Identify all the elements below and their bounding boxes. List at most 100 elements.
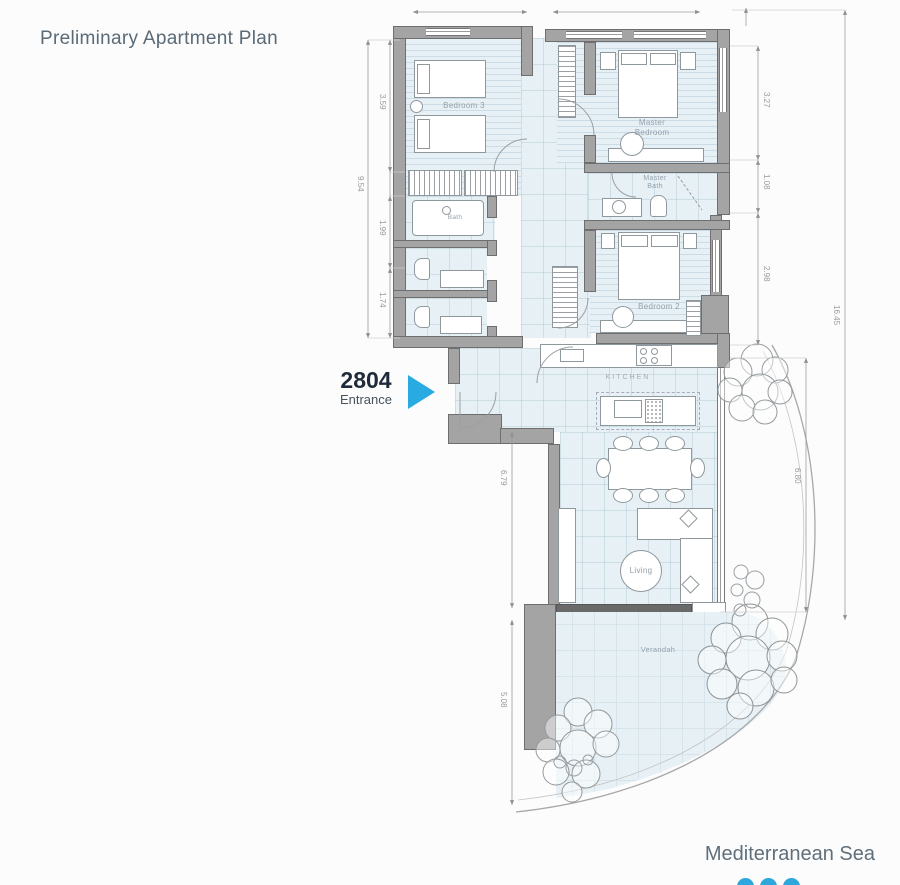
pillow <box>651 235 678 247</box>
burner <box>651 357 658 364</box>
pillow <box>621 235 648 247</box>
wall <box>584 163 730 173</box>
wall <box>393 290 495 298</box>
dim-left-3: 1.74 <box>378 292 387 308</box>
nightstand <box>683 233 697 249</box>
wall <box>596 333 730 344</box>
dining-chair <box>639 436 659 451</box>
dim-right-2: 1.08 <box>762 174 771 190</box>
island-sink <box>614 400 642 418</box>
wall <box>448 414 502 444</box>
room-label-bath: Bath <box>447 214 463 221</box>
wall <box>448 348 460 384</box>
wall <box>524 604 556 750</box>
wall <box>584 42 596 95</box>
side-table-top <box>610 644 628 660</box>
window <box>712 240 720 292</box>
dining-chair <box>639 488 659 503</box>
armchair <box>620 132 644 156</box>
wall <box>584 220 730 230</box>
toilet <box>414 306 430 328</box>
wall <box>487 196 497 218</box>
wall <box>584 230 596 292</box>
entrance-callout: 2804 Entrance <box>330 368 402 407</box>
entrance-label: Entrance <box>339 392 393 408</box>
dining-chair <box>613 436 633 451</box>
window <box>719 48 727 112</box>
nightstand <box>601 233 615 249</box>
wall <box>393 336 523 348</box>
cropped-logo-dot <box>760 878 777 885</box>
wardrobe <box>408 170 462 196</box>
burner <box>651 348 658 355</box>
nightstand <box>410 100 423 113</box>
toilet <box>650 195 667 217</box>
wall <box>717 333 730 368</box>
dim-bottom-1: 6.79 <box>499 470 508 486</box>
oval-table <box>607 683 635 741</box>
planter-box <box>692 602 726 621</box>
closet <box>552 266 578 328</box>
dining-chair <box>665 436 685 451</box>
cropped-logo-dot <box>737 878 754 885</box>
dim-right-outer: 16.45 <box>832 305 841 326</box>
page-title: Preliminary Apartment Plan <box>40 28 279 49</box>
dining-chair <box>665 488 685 503</box>
sofa <box>637 508 713 540</box>
dim-left-1: 3.59 <box>378 94 387 110</box>
sofa <box>680 538 713 603</box>
outdoor-sofa <box>562 668 598 756</box>
wall <box>393 26 406 348</box>
tub-drain <box>442 206 451 215</box>
wall <box>487 280 497 302</box>
island-cooktop <box>645 399 663 423</box>
room-label-master-bedroom: Master Bedroom <box>634 118 670 137</box>
room-label-master-bath: Master Bath <box>643 175 667 191</box>
nightstand <box>680 52 696 70</box>
vanity <box>440 270 484 288</box>
dining-chair <box>596 458 611 478</box>
dim-left-outer: 9.54 <box>356 176 365 192</box>
burner <box>640 357 647 364</box>
cropped-logo-dot <box>783 878 800 885</box>
kitchen-sink <box>560 349 584 362</box>
closet <box>686 300 701 336</box>
wall <box>487 240 497 256</box>
window <box>634 31 706 39</box>
entrance-number: 2804 <box>340 367 392 393</box>
wall <box>521 26 533 76</box>
entrance-arrow-icon <box>408 375 435 409</box>
sea-label: Mediterranean Sea <box>704 843 875 865</box>
dim-right-1: 3.27 <box>762 92 771 108</box>
pillow <box>417 119 430 149</box>
pillow <box>650 53 676 65</box>
room-label-bedroom3: Bedroom 3 <box>443 101 485 110</box>
sink <box>612 200 626 214</box>
room-label-living: Living <box>629 566 653 575</box>
dim-right-living: 6.80 <box>793 468 802 484</box>
window <box>566 31 622 39</box>
closet <box>558 45 576 118</box>
dim-bottom-2: 5.08 <box>499 692 508 708</box>
dining-chair <box>613 488 633 503</box>
lounge-chair <box>685 630 767 714</box>
dining-chair <box>690 458 705 478</box>
window <box>426 28 470 36</box>
wall <box>487 326 497 344</box>
wall <box>584 135 596 163</box>
room-label-bedroom2: Bedroom 2 <box>638 302 680 311</box>
nightstand <box>600 52 616 70</box>
desk-chair <box>612 306 634 328</box>
wall <box>500 428 554 444</box>
pillow <box>417 64 430 94</box>
dining-table <box>608 448 692 490</box>
wall <box>393 240 495 248</box>
sliding-door <box>556 604 692 613</box>
toilet <box>414 258 430 280</box>
burner <box>640 348 647 355</box>
room-label-verandah: Verandah <box>640 645 676 654</box>
room-label-kitchen: KITCHEN <box>605 374 651 381</box>
laundry <box>440 316 482 334</box>
dim-right-3: 2.98 <box>762 266 771 282</box>
